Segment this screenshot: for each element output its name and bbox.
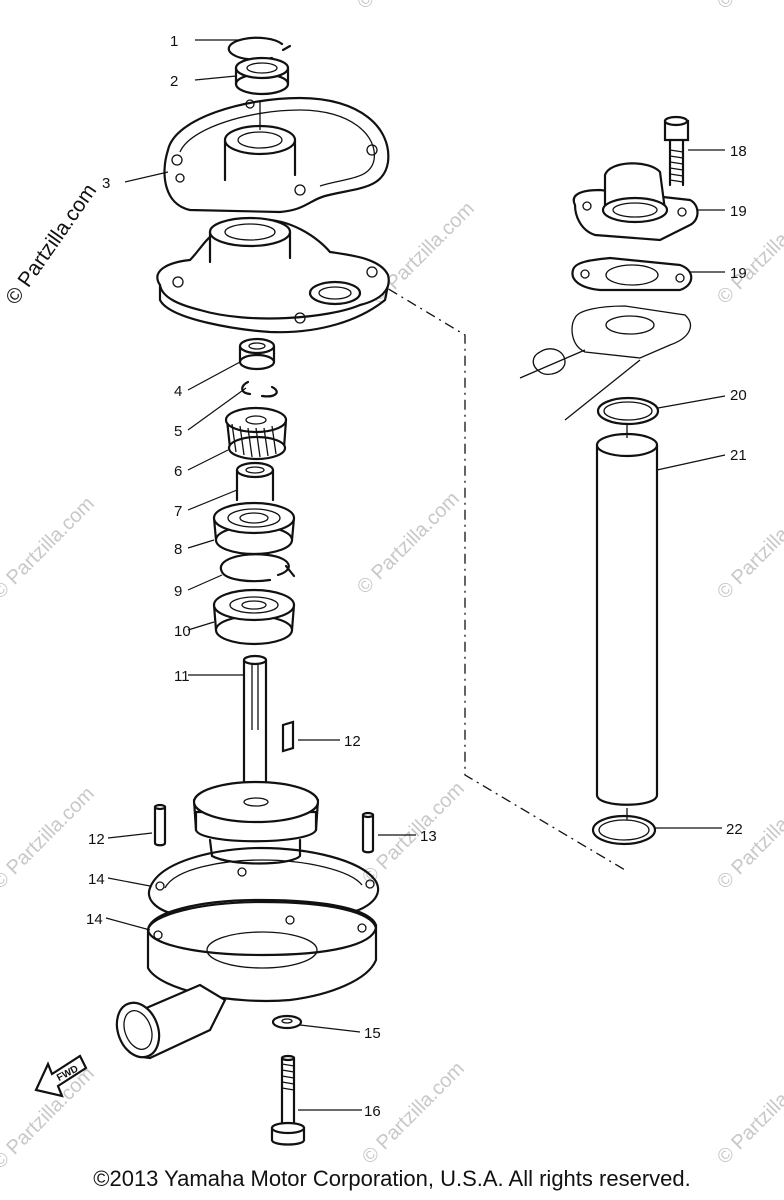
part-7-drive-gear [224,406,288,461]
callout-labels: 1 2 3 4 5 6 7 8 9 10 11 12 12 13 14 14 1… [86,33,747,1120]
watermark: © Partzilla.com [0,493,99,604]
callout-9: 4 [174,383,182,400]
part-1-bearing [212,501,296,556]
callout-15: 15 [364,1025,381,1042]
callout-6: 7 [174,503,182,520]
callout-13: 14 [86,911,103,928]
part-5-key [281,720,295,753]
watermark: © Partzilla.com [353,0,464,14]
part-20-flange-gasket [571,256,693,292]
engine-mount-surface [519,305,692,421]
watermark: © Partzilla.com [713,0,784,14]
watermark: © Partzilla.com [713,1058,784,1169]
part-21-outlet-elbow [572,162,699,242]
callout-12-lower: 14 [88,871,105,888]
watermark-layer: © Partzilla.com © Partzilla.com © Partzi… [0,0,784,1174]
callout-7: 6 [174,463,182,480]
watermark: © Partzilla.com [713,493,784,604]
upper-pump-housing [156,216,390,334]
part-6-collar [235,461,275,502]
part-15-washer [271,1014,303,1030]
part-8-clip [241,380,278,398]
callout-1: 8 [174,541,182,558]
watermark: © Partzilla.com [713,198,784,309]
part-22-socket-bolt [663,115,690,187]
part-14-dowel-pin-left [153,803,167,847]
part-16-bolt [270,1054,306,1146]
callout-19-upper: 20 [730,387,747,404]
part-14-dowel-pin-right [361,811,375,854]
part-19-o-ring-upper [596,396,660,426]
part-13-pump-housing [115,898,378,1060]
callout-11: 1 [170,33,178,50]
callout-5: 12 [344,733,361,750]
part-2-circlip [219,553,296,583]
callout-8: 5 [174,423,182,440]
watermark: © Partzilla.com [713,783,784,894]
callout-21: 19 [730,203,747,220]
callout-18: 21 [730,447,747,464]
callout-3: 10 [174,623,191,640]
callout-19-lower: 22 [726,821,743,838]
watermark: © Partzilla.com [353,488,464,599]
callout-22: 18 [730,143,747,160]
part-11-circlip [227,36,292,61]
part-10-bearing [234,56,290,96]
part-19-o-ring-lower [591,814,657,846]
part-3-bearing [212,588,296,646]
callout-16: 16 [364,1103,381,1120]
part-12-gasket-upper [163,96,390,214]
callout-4: 11 [174,668,190,685]
callout-14-left: 12 [88,831,105,848]
upper-cover-boss [223,100,297,182]
watermark: © Partzilla.com [358,778,469,889]
part-9-bushing [238,337,276,371]
callout-2: 9 [174,583,182,600]
watermark: © Partzilla.com [0,783,99,894]
side-watermark: © Partzilla.com [1,180,101,309]
callout-14-right: 13 [420,828,437,845]
callout-12-upper: 3 [102,175,110,192]
copyright-notice: ©2013 Yamaha Motor Corporation, U.S.A. A… [93,1166,691,1191]
leader-lines [105,39,726,1111]
part-4-impeller-shaft [192,654,320,865]
callout-20: 19 [730,265,747,282]
part-18-water-pipe [595,425,659,820]
alignment-centerline [331,254,626,871]
callout-10: 2 [170,73,178,90]
